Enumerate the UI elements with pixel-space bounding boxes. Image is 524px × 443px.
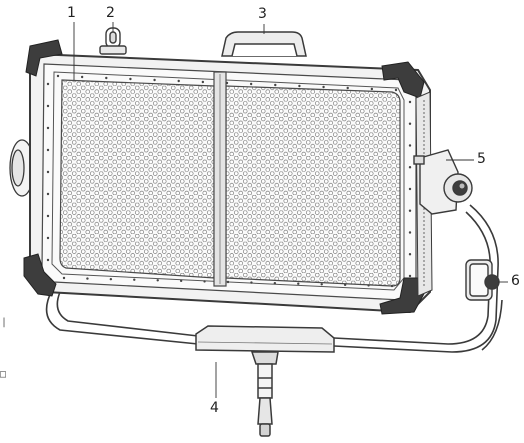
rivet bbox=[226, 280, 230, 284]
rivet bbox=[390, 284, 394, 288]
rivet bbox=[109, 277, 113, 281]
rivet bbox=[201, 80, 205, 84]
rivet bbox=[133, 278, 136, 281]
rivet bbox=[156, 279, 159, 282]
rivet bbox=[46, 192, 50, 196]
callout-6: 6 bbox=[511, 273, 520, 289]
rivet bbox=[370, 87, 374, 91]
rivet bbox=[46, 258, 50, 262]
callout-leaders bbox=[73, 22, 508, 398]
rivet bbox=[408, 253, 412, 256]
rivet bbox=[86, 277, 89, 280]
rivet bbox=[56, 74, 60, 78]
rivet bbox=[46, 82, 50, 86]
rivet bbox=[273, 281, 277, 285]
rivet bbox=[274, 83, 277, 87]
rivet bbox=[408, 122, 412, 125]
rivet bbox=[250, 281, 253, 284]
top-handle bbox=[221, 31, 307, 57]
rivet bbox=[298, 84, 301, 88]
rivet bbox=[408, 166, 412, 169]
yoke-base bbox=[195, 325, 335, 437]
rivet bbox=[153, 78, 156, 82]
rivet bbox=[408, 144, 412, 147]
rivet bbox=[408, 274, 412, 278]
rivet bbox=[80, 75, 84, 79]
rivet bbox=[343, 283, 347, 287]
edge-mark-upper: | bbox=[1, 317, 8, 328]
rivet bbox=[46, 104, 50, 108]
rivet bbox=[367, 284, 370, 287]
callout-5: 5 bbox=[477, 151, 486, 167]
rivet bbox=[179, 279, 183, 283]
rivet bbox=[177, 79, 180, 83]
callout-3: 3 bbox=[258, 6, 267, 22]
yoke-mount-knob bbox=[413, 149, 473, 215]
rivet bbox=[408, 187, 412, 191]
frame-rivets bbox=[46, 74, 412, 288]
rivet bbox=[408, 100, 412, 104]
rivet bbox=[105, 76, 108, 80]
yoke-tilt-lock bbox=[465, 259, 500, 301]
rivet bbox=[322, 85, 325, 89]
corner-protectors bbox=[23, 39, 427, 315]
rivet bbox=[203, 280, 206, 283]
rivet bbox=[408, 231, 412, 234]
rivet bbox=[297, 282, 300, 285]
rivet bbox=[225, 81, 229, 85]
rivet bbox=[46, 126, 50, 130]
rivet bbox=[320, 283, 323, 286]
led-grid bbox=[59, 71, 401, 287]
rivet bbox=[394, 88, 398, 92]
rivet bbox=[249, 82, 253, 86]
rivet bbox=[346, 86, 349, 90]
callout-1: 1 bbox=[67, 5, 76, 21]
edge-mark-lower: □ bbox=[0, 369, 7, 380]
rivet bbox=[408, 209, 412, 212]
rivet bbox=[46, 148, 50, 152]
callout-2: 2 bbox=[106, 5, 115, 21]
rivet bbox=[129, 77, 132, 81]
rivet bbox=[46, 236, 50, 240]
callout-4: 4 bbox=[210, 400, 219, 416]
rivet bbox=[46, 170, 50, 174]
rivet bbox=[46, 214, 50, 218]
rear-knob bbox=[9, 139, 35, 197]
rivet bbox=[62, 276, 66, 280]
